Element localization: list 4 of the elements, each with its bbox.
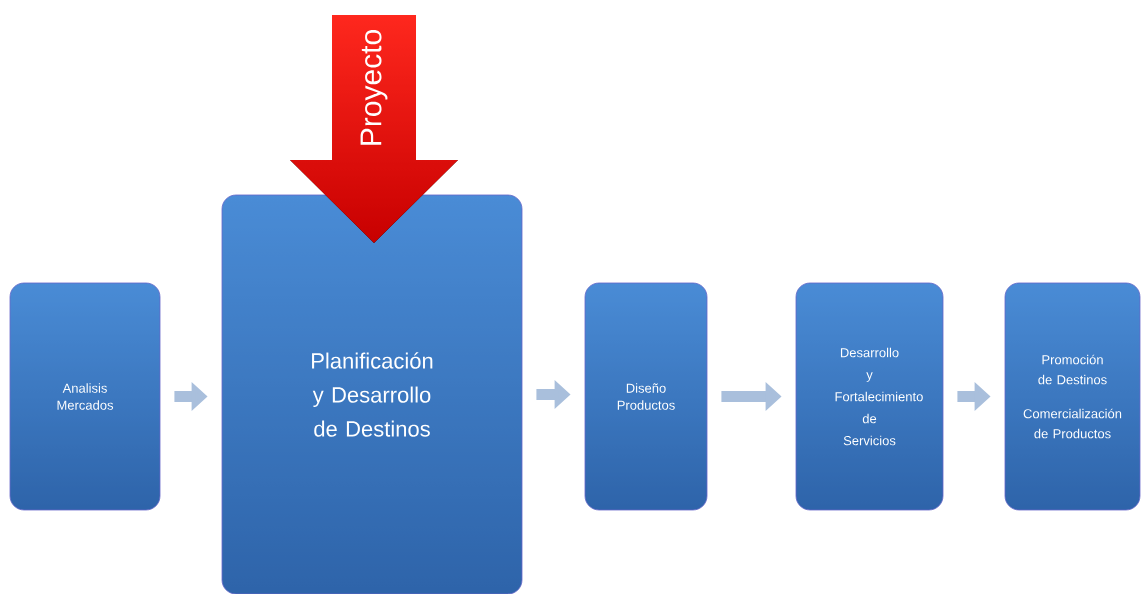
process-box: Diseño Productos — [584, 282, 708, 511]
process-box: Desarrollo y Fortalecimiento de Servicios — [795, 282, 944, 511]
process-box: Analisis Mercados — [9, 282, 161, 511]
process-box: Promoción de Destinos Comercialización de Productos — [1004, 282, 1141, 511]
